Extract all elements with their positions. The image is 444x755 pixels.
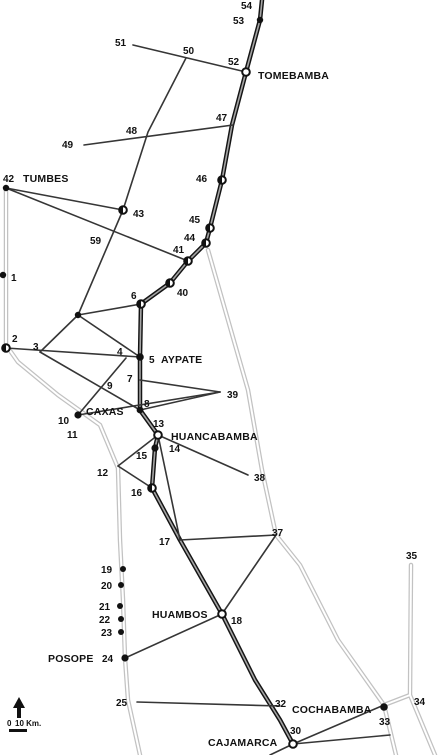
site-label-6: 6 bbox=[131, 291, 137, 302]
site-5-dot bbox=[136, 353, 144, 361]
site-19-dot bbox=[120, 566, 126, 572]
site-label-35: 35 bbox=[406, 551, 418, 562]
site-label-39: 39 bbox=[227, 390, 239, 401]
road-33-south-inner bbox=[383, 704, 397, 755]
site-label-40: 40 bbox=[177, 288, 189, 299]
site-label-2: 2 bbox=[12, 334, 18, 345]
secondary-roads bbox=[3, 185, 438, 755]
site-18-ring bbox=[217, 609, 227, 619]
site-label-16: 16 bbox=[131, 488, 143, 499]
site-52-ring bbox=[241, 67, 251, 77]
ring-fills bbox=[2, 176, 222, 492]
north-arrow-icon bbox=[13, 697, 25, 718]
site-label-52: 52 bbox=[228, 57, 240, 68]
site-label-13: 13 bbox=[153, 419, 165, 430]
site-label-44: 44 bbox=[184, 233, 196, 244]
main-road bbox=[137, 0, 296, 747]
site-10-dot bbox=[74, 411, 82, 419]
site-numbers: 54 53 51 50 52 47 48 49 46 42 43 45 44 5… bbox=[3, 1, 426, 737]
site-label-9: 9 bbox=[107, 381, 113, 392]
site-30-ring bbox=[288, 739, 298, 749]
site-label-10: 10 bbox=[58, 416, 70, 427]
site-label-4: 4 bbox=[117, 347, 123, 358]
site-dots bbox=[0, 16, 388, 711]
place-label-tumbes: TUMBES bbox=[23, 173, 69, 185]
site-13-ring bbox=[153, 430, 163, 440]
site-label-47: 47 bbox=[216, 113, 228, 124]
site-label-51: 51 bbox=[115, 38, 127, 49]
site-label-7: 7 bbox=[127, 374, 133, 385]
site-1-dot bbox=[0, 271, 7, 279]
site-label-38: 38 bbox=[254, 473, 266, 484]
scale-label: 10 Km. bbox=[15, 719, 41, 728]
site-14-dot bbox=[151, 444, 159, 452]
road-35-inner bbox=[383, 564, 436, 755]
site-label-11: 11 bbox=[67, 430, 78, 441]
coastal-road bbox=[3, 185, 143, 755]
place-label-aypate: AYPATE bbox=[161, 354, 202, 366]
site-label-24: 24 bbox=[102, 654, 114, 665]
site-42-dot bbox=[2, 184, 10, 192]
site-label-1: 1 bbox=[11, 273, 17, 284]
site-label-8: 8 bbox=[144, 399, 150, 410]
site-label-32: 32 bbox=[275, 699, 287, 710]
place-label-cajamarca: CAJAMARCA bbox=[208, 737, 278, 749]
place-names: TOMEBAMBA TUMBES 5 AYPATE CAXAS HUANCABA… bbox=[23, 70, 372, 749]
site-8-dot bbox=[136, 406, 144, 414]
site-label-14: 14 bbox=[169, 444, 181, 455]
place-label-tomebamba: TOMEBAMBA bbox=[258, 70, 329, 82]
site-label-59: 59 bbox=[90, 236, 102, 247]
site-label-23: 23 bbox=[101, 628, 113, 639]
place-label-huambos: HUAMBOS bbox=[152, 609, 208, 621]
site-label-12: 12 bbox=[97, 468, 109, 479]
site-label-33: 33 bbox=[379, 717, 391, 728]
site-label-22: 22 bbox=[99, 615, 111, 626]
site-label-53: 53 bbox=[233, 16, 245, 27]
site-label-54: 54 bbox=[241, 1, 253, 12]
site-label-19: 19 bbox=[101, 565, 113, 576]
site-label-30: 30 bbox=[290, 726, 302, 737]
site-label-21: 21 bbox=[99, 602, 111, 613]
site-label-5: 5 bbox=[149, 355, 155, 366]
site-label-42: 42 bbox=[3, 174, 15, 185]
site-label-49: 49 bbox=[62, 140, 74, 151]
site-label-15: 15 bbox=[136, 451, 148, 462]
site-label-17: 17 bbox=[159, 537, 171, 548]
site-20-dot bbox=[118, 582, 124, 588]
scale-zero: 0 bbox=[7, 719, 12, 728]
site-label-43: 43 bbox=[133, 209, 145, 220]
site-label-50: 50 bbox=[183, 46, 195, 57]
scale-bar bbox=[9, 729, 27, 732]
site-label-41: 41 bbox=[173, 245, 185, 256]
site-label-18: 18 bbox=[231, 616, 243, 627]
site-label-34: 34 bbox=[414, 697, 426, 708]
junction-dot bbox=[74, 311, 82, 319]
site-label-37: 37 bbox=[272, 528, 284, 539]
site-label-45: 45 bbox=[189, 215, 201, 226]
site-23-dot bbox=[118, 629, 124, 635]
site-label-3: 3 bbox=[33, 342, 39, 353]
place-label-caxas: CAXAS bbox=[86, 406, 124, 418]
site-label-48: 48 bbox=[126, 126, 138, 137]
site-22-dot bbox=[118, 616, 124, 622]
site-label-46: 46 bbox=[196, 174, 208, 185]
north-arrow-scale: 0 10 Km. bbox=[7, 697, 41, 732]
place-label-posope: POSOPE bbox=[48, 653, 94, 665]
place-label-cochabamba: COCHABAMBA bbox=[292, 704, 372, 716]
site-label-20: 20 bbox=[101, 581, 113, 592]
place-label-huancabamba: HUANCABAMBA bbox=[171, 431, 258, 443]
site-24-dot bbox=[121, 654, 129, 662]
site-label-25: 25 bbox=[116, 698, 128, 709]
connecting-roads bbox=[5, 44, 391, 755]
site-21-dot bbox=[117, 603, 123, 609]
site-53-dot bbox=[256, 16, 264, 24]
coastal-road-inner bbox=[5, 187, 141, 755]
site-33-dot bbox=[380, 703, 388, 711]
